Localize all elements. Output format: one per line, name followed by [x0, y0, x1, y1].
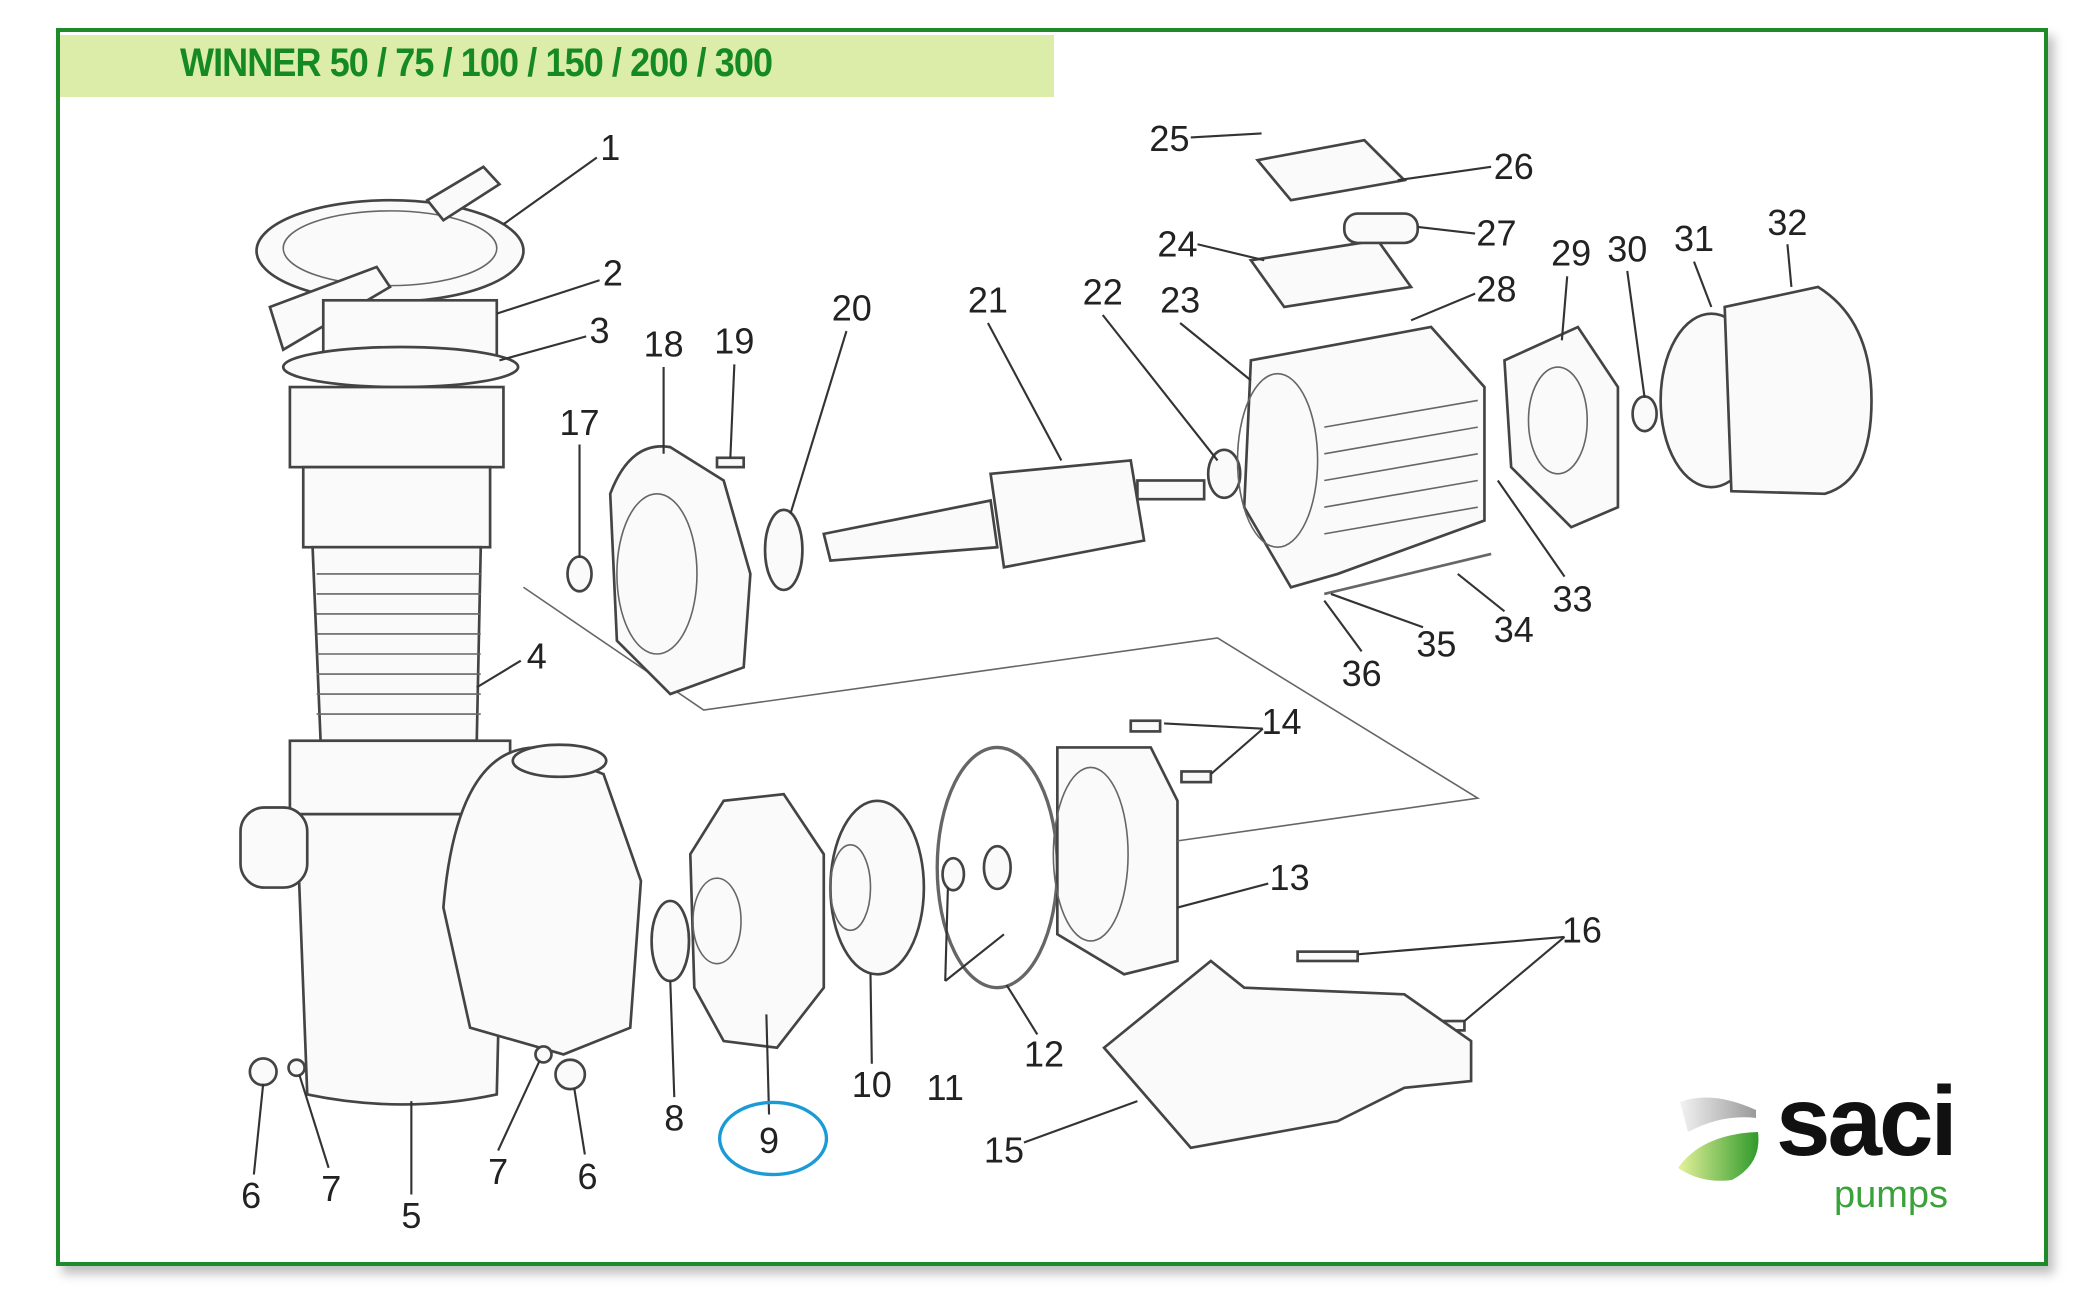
part-label: 34: [1494, 609, 1534, 650]
part-label: 13: [1270, 857, 1310, 898]
part-label: 8: [664, 1097, 684, 1138]
o-ring: [650, 899, 691, 983]
saci-pumps-logo: saci pumps: [1672, 1072, 1972, 1219]
part-label: 20: [832, 287, 872, 328]
part-label: 33: [1553, 578, 1593, 619]
bearing: [763, 508, 804, 592]
diffuser: [829, 799, 926, 976]
part-label: 22: [1083, 271, 1123, 312]
part-label: 1: [600, 127, 620, 168]
part-label: 3: [590, 310, 610, 351]
logo-tagline: pumps: [1834, 1174, 1949, 1216]
part-label: 26: [1494, 146, 1534, 187]
part-label: 2: [603, 253, 623, 294]
part-label: 19: [714, 321, 754, 362]
part-label: 12: [1024, 1033, 1064, 1074]
part-label: 16: [1562, 909, 1602, 950]
part-label: 6: [578, 1156, 598, 1197]
mechanical-seal: [982, 844, 1012, 891]
terminal-box: [1248, 138, 1420, 309]
part-label: 6: [241, 1175, 261, 1216]
part-label: 4: [527, 636, 547, 677]
part-label: 7: [321, 1168, 341, 1209]
logo-brand: saci: [1776, 1066, 1958, 1176]
part-label: 23: [1160, 279, 1200, 320]
part-label: 30: [1607, 229, 1647, 270]
part-label-highlighted: 9: [759, 1120, 779, 1161]
motor-housing: [1236, 325, 1486, 589]
part-label: 11: [927, 1067, 964, 1108]
fan-and-cover: [1659, 285, 1873, 496]
impeller: [688, 792, 826, 1050]
part-label: 32: [1767, 202, 1807, 243]
part-label: 18: [644, 323, 684, 364]
part-label: 21: [968, 279, 1008, 320]
part-label: 28: [1476, 269, 1516, 310]
part-label: 17: [559, 402, 599, 443]
motor-base: [1102, 959, 1473, 1150]
part-label: 36: [1342, 653, 1382, 694]
part-label: 24: [1157, 223, 1197, 264]
title-bar: WINNER 50 / 75 / 100 / 150 / 200 / 300: [60, 35, 1054, 97]
bearing-rear: [1206, 448, 1242, 500]
logo-mark-icon: [1678, 1097, 1759, 1181]
seal-plate: [1052, 746, 1179, 976]
part-label: 7: [488, 1151, 508, 1192]
part-label: 10: [852, 1064, 892, 1105]
part-label: 27: [1476, 213, 1516, 254]
part-label: 14: [1262, 701, 1302, 742]
drain-plugs: [248, 1045, 587, 1091]
part-label: 25: [1149, 118, 1189, 159]
part-label: 35: [1416, 624, 1456, 665]
highlight-circle: [717, 1100, 829, 1177]
strainer-body: [239, 298, 643, 1106]
part-label: 15: [984, 1130, 1024, 1171]
motor-flange: [566, 445, 752, 696]
part-label: 31: [1674, 218, 1714, 259]
leader-lines: [252, 132, 1793, 1195]
diagram-title: WINNER 50 / 75 / 100 / 150 / 200 / 300: [180, 41, 773, 85]
seal-ring: [941, 856, 966, 892]
tie-rod: [1323, 552, 1492, 596]
part-label: 5: [401, 1195, 421, 1236]
part-label: 29: [1551, 233, 1591, 274]
rotor-shaft: [822, 459, 1206, 569]
rear-shield: [1503, 325, 1658, 529]
